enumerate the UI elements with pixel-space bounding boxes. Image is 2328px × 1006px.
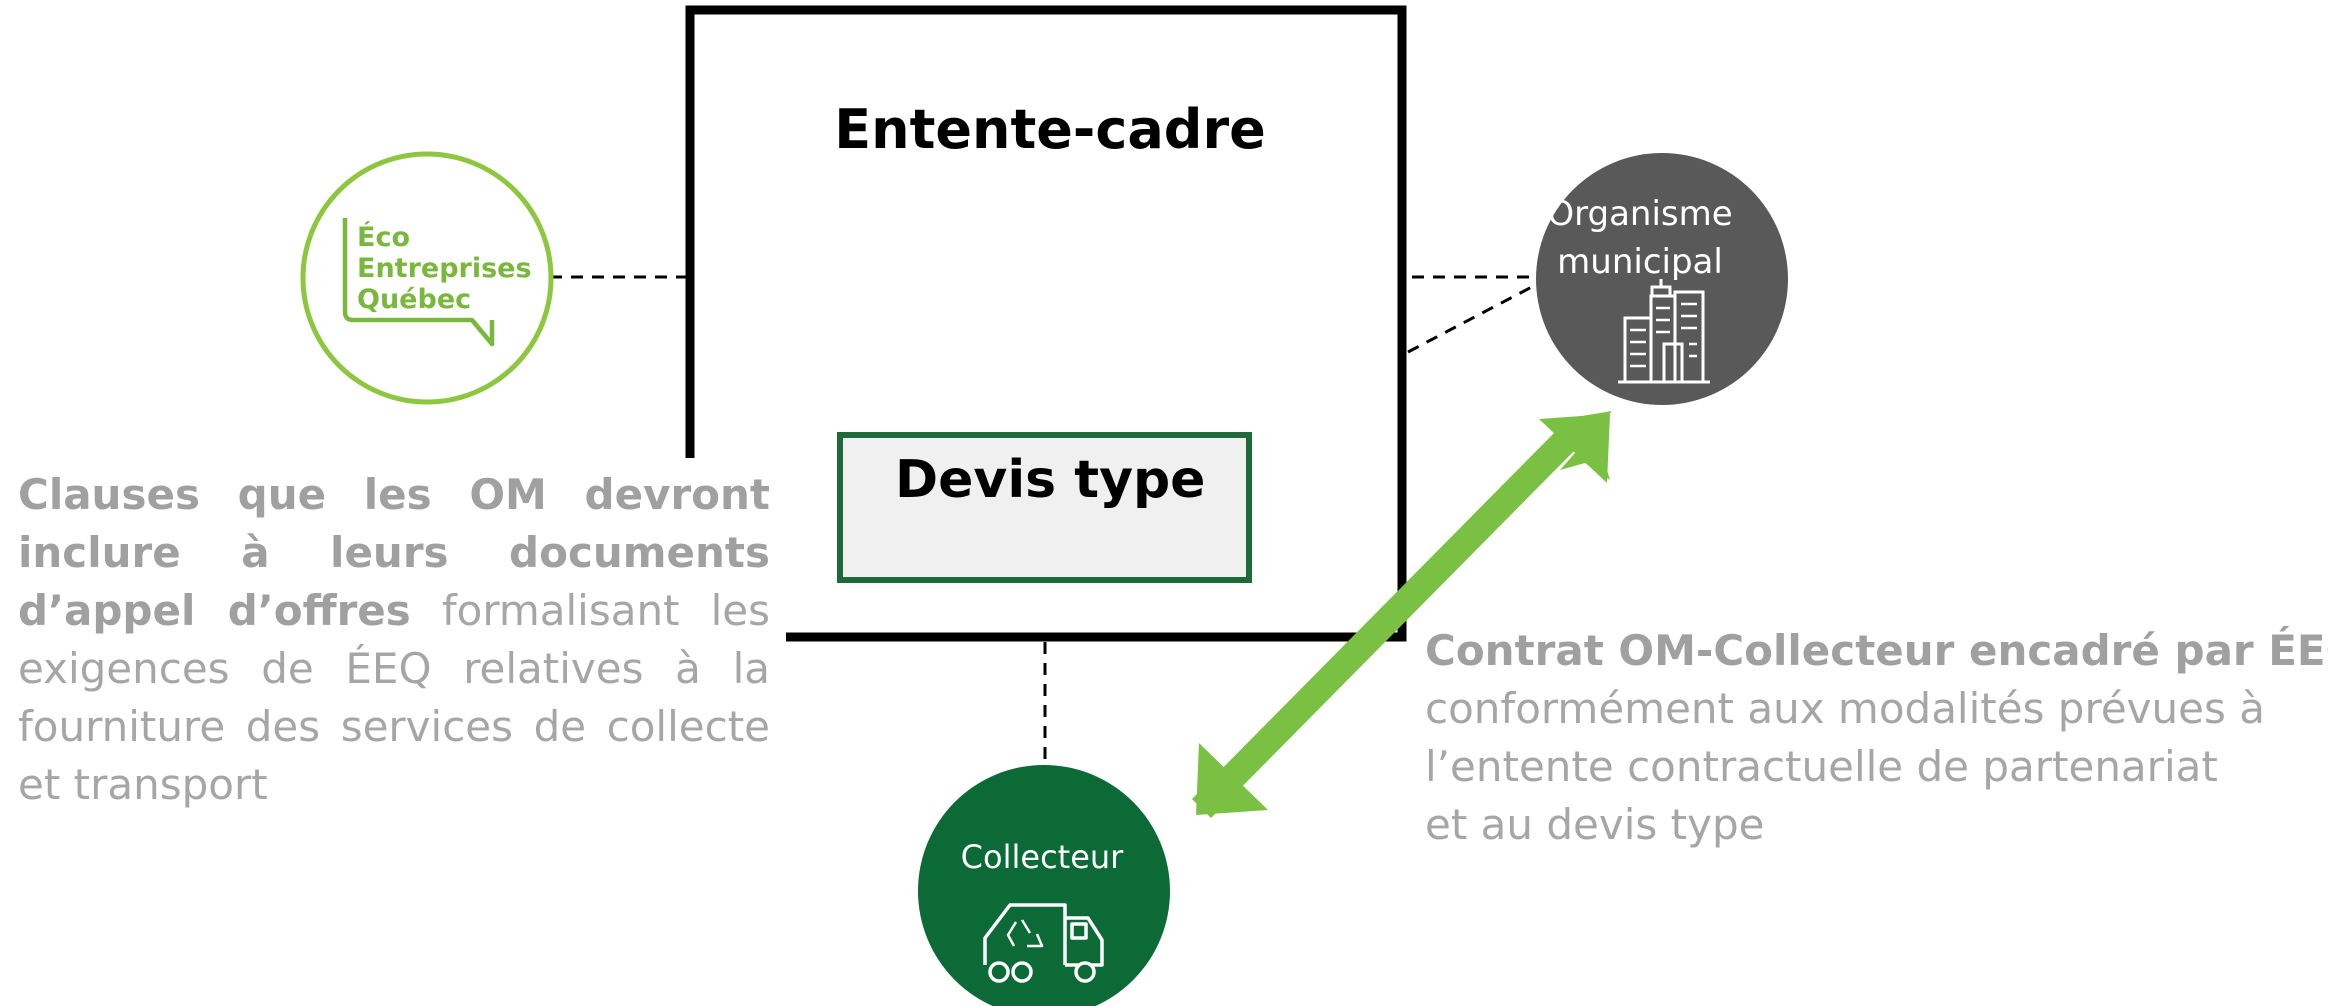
- contract-note: Contrat OM-Collecteur encadré par ÉEQ co…: [1425, 622, 2328, 854]
- om-label-line-2: municipal: [1557, 242, 1723, 282]
- eeq-logo-line-1: Éco: [357, 222, 410, 253]
- eeq-logo-text: Éco Entreprises Québec: [357, 222, 532, 315]
- contract-double-arrow: [1192, 411, 1612, 818]
- eeq-logo: [300, 151, 554, 405]
- om-label: Organisme municipal: [1540, 190, 1740, 286]
- clauses-note-regular: formalisant les exigences de ÉEQ relativ…: [18, 586, 770, 809]
- recycling-truck-icon: [983, 903, 1104, 983]
- clauses-note: Clauses que les OM devront inclure à leu…: [18, 466, 770, 814]
- speech-bubble-icon: [342, 218, 495, 347]
- clauses-note-bold: Clauses que les OM devront inclure à leu…: [18, 470, 770, 635]
- entente-cadre-frame: [685, 5, 1407, 642]
- devis-type-box: [837, 432, 1252, 583]
- entente-cadre-title: Entente-cadre: [834, 98, 1266, 161]
- building-icon: [1618, 279, 1710, 384]
- om-node: [1536, 153, 1788, 405]
- contract-note-line-3: l’entente contractuelle de partenariat: [1425, 742, 2218, 791]
- om-connector-diagonal: [1407, 278, 1546, 354]
- collecteur-node: [918, 765, 1170, 1006]
- contract-note-line-4: et au devis type: [1425, 800, 1765, 849]
- eeq-logo-line-3: Québec: [357, 284, 472, 315]
- contract-note-line-2: conformément aux modalités prévues à: [1425, 684, 2265, 733]
- collecteur-label: Collecteur: [960, 838, 1124, 876]
- dashed-connectors: [550, 275, 1546, 762]
- eeq-logo-line-2: Entreprises: [357, 253, 532, 284]
- devis-type-title: Devis type: [895, 450, 1206, 510]
- contract-note-bold: Contrat OM-Collecteur encadré par ÉEQ: [1425, 626, 2328, 675]
- om-label-line-1: Organisme: [1547, 194, 1733, 234]
